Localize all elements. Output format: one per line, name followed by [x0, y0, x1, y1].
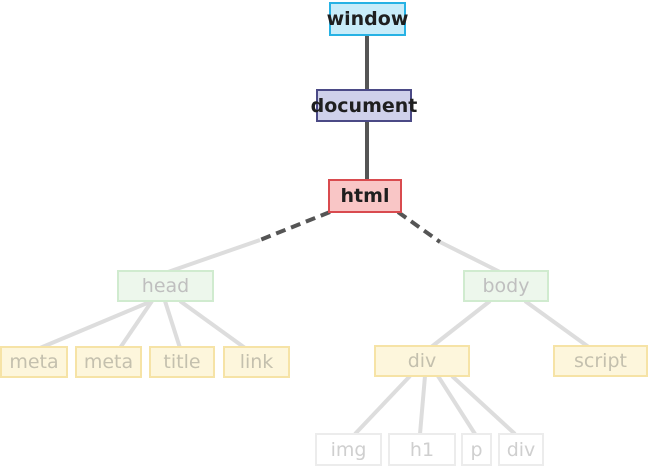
connector-head-title: [163, 300, 182, 349]
node-img: img: [315, 433, 382, 466]
node-p: p: [461, 433, 492, 466]
connector-head-meta2: [118, 299, 154, 350]
node-window: window: [327, 2, 408, 36]
node-body: body: [463, 270, 549, 302]
connector-div-div2: [450, 374, 517, 436]
connector-html-head-dashed: [259, 210, 331, 242]
node-meta-2: meta: [75, 346, 142, 378]
node-h1: h1: [388, 433, 456, 466]
connector-html-body-dashed: [396, 210, 442, 244]
node-html: html: [328, 179, 402, 213]
node-link: link: [223, 346, 290, 378]
connector-div-h1: [418, 375, 427, 435]
node-document: document: [311, 89, 417, 122]
node-title: title: [149, 346, 215, 378]
connector-html-head-faded: [167, 238, 261, 274]
connector-div-p: [436, 374, 477, 436]
node-script: script: [553, 345, 648, 377]
connector-body-script: [523, 299, 592, 350]
node-div: div: [374, 345, 470, 377]
connector-html-body-faded: [439, 240, 501, 274]
connector-body-div: [428, 299, 492, 350]
connector-head-link: [178, 299, 247, 350]
node-div-2: div: [498, 433, 544, 466]
connector-div-img: [353, 374, 412, 436]
node-head: head: [117, 270, 214, 302]
connector-head-meta1: [39, 299, 153, 350]
node-meta-1: meta: [0, 346, 68, 378]
